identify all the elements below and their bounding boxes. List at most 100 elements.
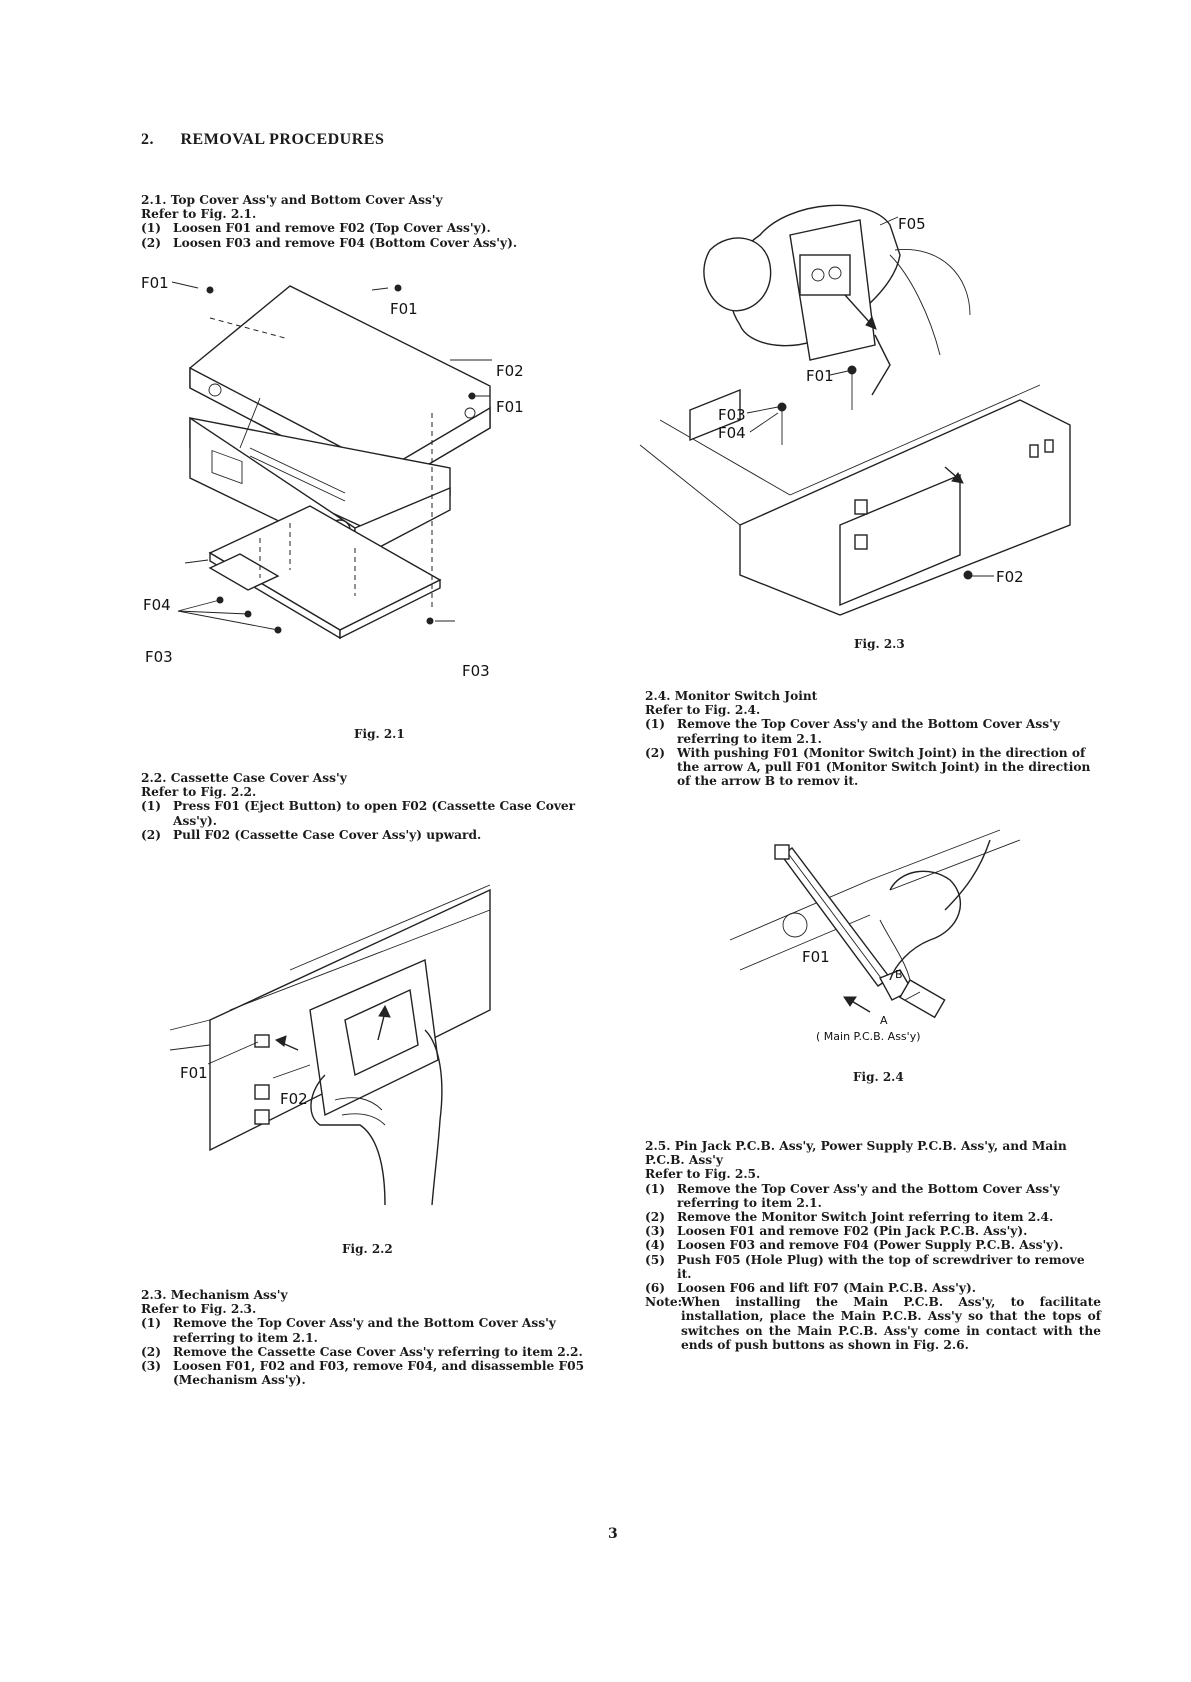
page-number: 3 — [608, 1526, 618, 1542]
step-number: (3) — [645, 1224, 666, 1239]
step-number: (6) — [645, 1281, 666, 1296]
step: (4) Loosen F03 and remove F04 (Power Supp… — [645, 1238, 1101, 1252]
step: (5) Push F05 (Hole Plug) with the top of … — [645, 1253, 1101, 1281]
step: (2) Remove the Cassette Case Cover Ass'y … — [141, 1345, 595, 1359]
step-number: (1) — [645, 717, 666, 732]
section-title: 2.4. Monitor Switch Joint — [645, 689, 818, 703]
label-f04: F04 — [718, 424, 746, 442]
chassis-drawing — [639, 384, 1071, 616]
label-f05: F05 — [898, 215, 926, 233]
step-number: (2) — [645, 1210, 666, 1225]
note: Note:When installing the Main P.C.B. Ass… — [645, 1295, 1101, 1352]
step-text: Pull F02 (Cassette Case Cover Ass'y) upw… — [173, 827, 482, 842]
step-number: (1) — [141, 799, 162, 814]
figure-caption: Fig. 2.4 — [853, 1070, 904, 1084]
section-title: 2.3. Mechanism Ass'y — [141, 1288, 288, 1302]
label-b: B — [895, 968, 903, 981]
step-number: (1) — [141, 221, 162, 236]
step-number: (1) — [141, 1316, 162, 1331]
label-main-pcb: ( Main P.C.B. Ass'y) — [816, 1030, 921, 1043]
section-ref: Refer to Fig. 2.5. — [645, 1167, 761, 1182]
section-title-text: 2.5. Pin Jack P.C.B. Ass'y, Power Supply… — [645, 1139, 1067, 1168]
label-f03: F03 — [462, 662, 490, 680]
label-f02: F02 — [496, 362, 524, 380]
step-number: (1) — [645, 1181, 666, 1196]
step-text: Press F01 (Eject Button) to open F02 (Ca… — [173, 799, 576, 828]
section-ref: Refer to Fig. 2.3. — [141, 1302, 257, 1317]
step-number: (4) — [645, 1238, 666, 1253]
step-text: Loosen F03 and remove F04 (Power Supply … — [677, 1238, 1064, 1253]
label-f04: F04 — [143, 596, 171, 614]
label-f01: F01 — [496, 398, 524, 416]
step: (2) Pull F02 (Cassette Case Cover Ass'y) … — [141, 828, 595, 842]
figure-caption: Fig. 2.2 — [342, 1242, 393, 1256]
step-number: (2) — [645, 745, 666, 760]
section-title: 2.1. Top Cover Ass'y and Bottom Cover As… — [141, 193, 443, 207]
figure-caption: Fig. 2.1 — [354, 727, 405, 741]
label-a: A — [880, 1014, 888, 1027]
step: (2) Loosen F03 and remove F04 (Bottom Cov… — [141, 236, 561, 250]
figure-2-4: F01 B A ( Main P.C.B. Ass'y) — [729, 829, 1021, 1043]
label-f03: F03 — [718, 406, 746, 424]
monitor-switch-joint-drawing — [774, 844, 946, 1019]
label-f02: F02 — [996, 568, 1024, 586]
step-number: (2) — [141, 235, 162, 250]
cassette-cover-drawing — [274, 958, 439, 1117]
hand-drawing — [310, 1029, 443, 1206]
step: (1) Press F01 (Eject Button) to open F02 … — [141, 799, 595, 827]
step-text: Remove the Monitor Switch Joint referrin… — [677, 1210, 1054, 1225]
figure-caption: Fig. 2.3 — [854, 637, 905, 651]
step-text: Remove the Top Cover Ass'y and the Botto… — [173, 1316, 556, 1345]
step-text: Push F05 (Hole Plug) with the top of scr… — [677, 1252, 1085, 1281]
step-text: Remove the Top Cover Ass'y and the Botto… — [677, 1181, 1060, 1210]
step-text: Loosen F01, F02 and F03, remove F04, and… — [173, 1359, 585, 1388]
step: (1) Remove the Top Cover Ass'y and the Bo… — [645, 1182, 1101, 1210]
step-text: Remove the Top Cover Ass'y and the Botto… — [677, 717, 1060, 746]
step-number: (3) — [141, 1359, 162, 1374]
step: (3) Loosen F01 and remove F02 (Pin Jack P… — [645, 1224, 1101, 1238]
label-f02: F02 — [280, 1090, 308, 1108]
figure-2-3: F05 F01 F03 F04 F02 — [639, 204, 1071, 616]
step-text: Remove the Cassette Case Cover Ass'y ref… — [173, 1344, 583, 1359]
bottom-cover-drawing — [208, 413, 442, 640]
step-text: Loosen F01 and remove F02 (Pin Jack P.C.… — [677, 1224, 1028, 1239]
step: (1) Remove the Top Cover Ass'y and the Bo… — [141, 1316, 595, 1344]
step: (2) With pushing F01 (Monitor Switch Join… — [645, 746, 1101, 789]
section-2-5: 2.5. Pin Jack P.C.B. Ass'y, Power Supply… — [645, 1139, 1101, 1352]
step-number: (5) — [645, 1252, 666, 1267]
note-label: Note: — [645, 1295, 683, 1310]
label-f01: F01 — [806, 367, 834, 385]
step: (2) Remove the Monitor Switch Joint refer… — [645, 1210, 1101, 1224]
figure-2-1: F01 F01 F02 F01 F04 F03 F03 — [141, 274, 524, 680]
mechanism-drawing — [703, 204, 971, 396]
section-2-1: 2.1. Top Cover Ass'y and Bottom Cover As… — [141, 193, 561, 250]
page-heading: 2. REMOVAL PROCEDURES — [141, 131, 384, 149]
step: (6) Loosen F06 and lift F07 (Main P.C.B. … — [645, 1281, 1101, 1295]
section-ref: Refer to Fig. 2.4. — [645, 703, 761, 718]
step-text: With pushing F01 (Monitor Switch Joint) … — [677, 745, 1091, 789]
heading-number: 2. — [141, 131, 154, 148]
label-f03: F03 — [145, 648, 173, 666]
figure-2-2: F01 F02 — [169, 884, 491, 1206]
step-text: Loosen F06 and lift F07 (Main P.C.B. Ass… — [677, 1281, 976, 1296]
step-text: Loosen F01 and remove F02 (Top Cover Ass… — [173, 221, 491, 236]
label-f01: F01 — [180, 1064, 208, 1082]
hand-drawing — [879, 839, 991, 981]
step-number: (2) — [141, 827, 162, 842]
section-ref: Refer to Fig. 2.1. — [141, 207, 257, 222]
step-text: Loosen F03 and remove F04 (Bottom Cover … — [173, 235, 518, 250]
label-f01: F01 — [141, 274, 169, 292]
heading-text: REMOVAL PROCEDURES — [180, 131, 385, 148]
label-f01: F01 — [390, 300, 418, 318]
label-f01: F01 — [802, 948, 830, 966]
step-number: (2) — [141, 1344, 162, 1359]
section-2-4: 2.4. Monitor Switch Joint Refer to Fig. … — [645, 689, 1101, 788]
step: (3) Loosen F01, F02 and F03, remove F04, … — [141, 1359, 595, 1387]
section-title: 2.5. Pin Jack P.C.B. Ass'y, Power Supply… — [645, 1139, 1101, 1167]
note-text: When installing the Main P.C.B. Ass'y, t… — [681, 1295, 1101, 1352]
step: (1) Loosen F01 and remove F02 (Top Cover … — [141, 221, 561, 235]
step: (1) Remove the Top Cover Ass'y and the Bo… — [645, 717, 1101, 745]
chassis-drawing — [729, 829, 1021, 971]
section-2-3: 2.3. Mechanism Ass'y Refer to Fig. 2.3. … — [141, 1288, 595, 1387]
section-2-2: 2.2. Cassette Case Cover Ass'y Refer to … — [141, 771, 595, 842]
